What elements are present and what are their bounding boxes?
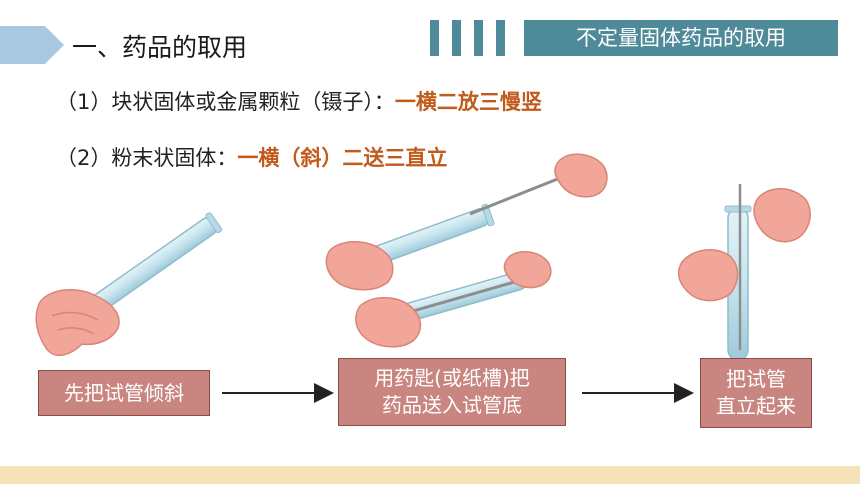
step-3-label-line-1: 把试管	[726, 367, 786, 391]
step-3-box: 把试管 直立起来	[700, 358, 812, 428]
step-2-label-line-1: 用药匙(或纸槽)把	[374, 366, 530, 390]
method-item-2-text: （2）粉末状固体：	[56, 146, 238, 170]
test-tube-tilted-icon	[35, 212, 223, 356]
step-1-label: 先把试管倾斜	[64, 380, 184, 405]
footer-band	[0, 466, 860, 484]
topic-label: 不定量固体药品的取用	[524, 20, 838, 56]
stripe	[430, 20, 439, 56]
test-tube-upright-icon	[677, 184, 811, 361]
step-2-label-line-2: 药品送入试管底	[381, 393, 522, 417]
stripe	[474, 20, 483, 56]
step-2-box: 用药匙(或纸槽)把 药品送入试管底	[338, 358, 566, 426]
method-item-1-text: （1）块状固体或金属颗粒（镊子）：	[56, 90, 395, 114]
spoon-inserting-icon	[325, 153, 608, 348]
stripe	[496, 20, 505, 56]
section-title: 一、药品的取用	[72, 33, 248, 62]
stripe	[452, 20, 461, 56]
method-item-1: （1）块状固体或金属颗粒（镊子）：一横二放三慢竖	[56, 86, 542, 116]
method-item-2: （2）粉末状固体：一横（斜）二送三直立	[56, 142, 447, 172]
method-item-1-mnemonic: 一横二放三慢竖	[394, 90, 542, 114]
method-item-2-mnemonic: 一横（斜）二送三直立	[237, 146, 448, 170]
step-1-box: 先把试管倾斜	[38, 370, 210, 416]
step-3-label-line-2: 直立起来	[716, 394, 796, 418]
